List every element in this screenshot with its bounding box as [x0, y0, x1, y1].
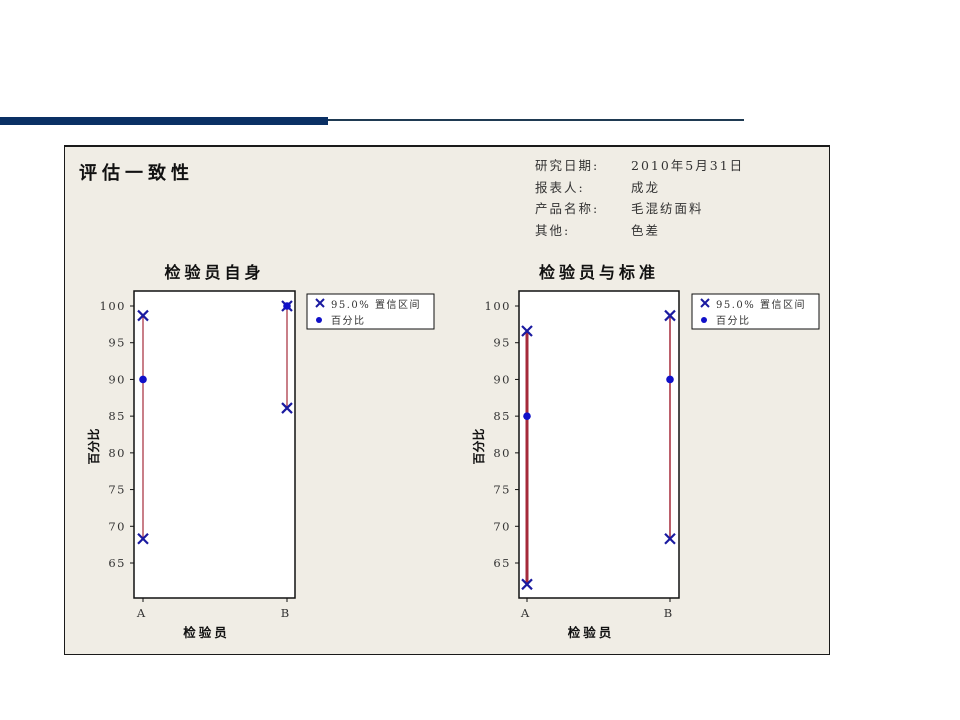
- legend-x-icon: [315, 298, 325, 308]
- legend-dot-icon: [701, 317, 707, 323]
- x-tick-label: B: [281, 606, 289, 620]
- panel-title: 评估一致性: [79, 163, 194, 184]
- percent-dot-marker: [283, 302, 291, 310]
- meta-row-study-date: 研究日期: 2010年5月31日: [535, 155, 744, 177]
- header-rule-line: [328, 119, 744, 121]
- meta-label: 报表人:: [535, 179, 585, 195]
- meta-row-product: 产品名称: 毛混纺面料: [535, 198, 744, 220]
- legend-pct-label: 百分比: [716, 315, 751, 327]
- y-tick-label: 100: [485, 299, 511, 313]
- percent-dot-marker: [666, 375, 674, 384]
- ci-bound-x-marker: [664, 309, 676, 322]
- x-axis-label: 检验员: [183, 625, 230, 640]
- chart-title: 检验员与标准: [539, 263, 659, 282]
- x-axis-label: 检验员: [568, 625, 615, 640]
- legend-x-icon: [700, 298, 710, 308]
- x-tick-label: A: [520, 606, 530, 620]
- chart-title: 检验员自身: [164, 263, 264, 282]
- ci-bound-x-marker: [521, 578, 533, 591]
- percent-dot-marker: [523, 412, 531, 420]
- y-tick-label: 75: [108, 483, 126, 497]
- legend-box: [691, 293, 820, 330]
- meta-label: 研究日期:: [535, 158, 600, 173]
- meta-row-reporter: 报表人: 成龙: [535, 177, 744, 199]
- y-tick-label: 95: [108, 336, 126, 350]
- ci-bound-x-marker: [521, 325, 533, 337]
- percent-dot-marker: [139, 375, 147, 384]
- y-axis-label: 百分比: [471, 428, 486, 464]
- meta-value: 色差: [631, 222, 661, 238]
- report-meta: 研究日期: 2010年5月31日 报表人: 成龙 产品名称: 毛混纺面料 其他:…: [535, 155, 744, 241]
- ci-bound-x-marker: [137, 309, 149, 322]
- legend-ci-label: 95.0% 置信区间: [331, 298, 421, 311]
- x-tick-label: A: [136, 606, 146, 620]
- y-tick-label: 80: [108, 446, 126, 460]
- legend-dot-icon: [316, 317, 322, 323]
- y-tick-label: 70: [493, 519, 511, 533]
- meta-label: 其他:: [535, 222, 571, 238]
- y-tick-label: 90: [108, 372, 126, 386]
- y-tick-label: 65: [493, 556, 511, 570]
- ci-bound-x-marker: [137, 532, 149, 545]
- y-tick-label: 70: [108, 519, 126, 533]
- y-tick-label: 85: [493, 409, 511, 423]
- y-tick-label: 75: [493, 483, 511, 497]
- plot-area: [518, 290, 680, 599]
- y-axis-label: 百分比: [86, 428, 101, 464]
- plot-area: [133, 290, 296, 599]
- ci-bound-x-marker: [281, 402, 293, 414]
- meta-label: 产品名称:: [535, 201, 600, 216]
- legend-box: [306, 293, 435, 330]
- meta-value: 成龙: [631, 179, 661, 195]
- meta-row-other: 其他: 色差: [535, 220, 744, 242]
- y-tick-label: 85: [108, 409, 126, 423]
- y-tick-label: 80: [493, 446, 511, 460]
- legend-pct-label: 百分比: [331, 315, 366, 327]
- y-tick-label: 95: [493, 336, 511, 350]
- legend-ci-label: 95.0% 置信区间: [716, 298, 806, 311]
- y-tick-label: 100: [100, 299, 126, 313]
- x-tick-label: B: [664, 606, 672, 620]
- meta-value: 2010年5月31日: [631, 158, 745, 173]
- y-tick-label: 65: [108, 556, 126, 570]
- header-accent-bar: [0, 117, 328, 125]
- meta-value: 毛混纺面料: [631, 201, 704, 216]
- ci-bound-x-marker: [664, 532, 676, 545]
- y-tick-label: 90: [493, 372, 511, 386]
